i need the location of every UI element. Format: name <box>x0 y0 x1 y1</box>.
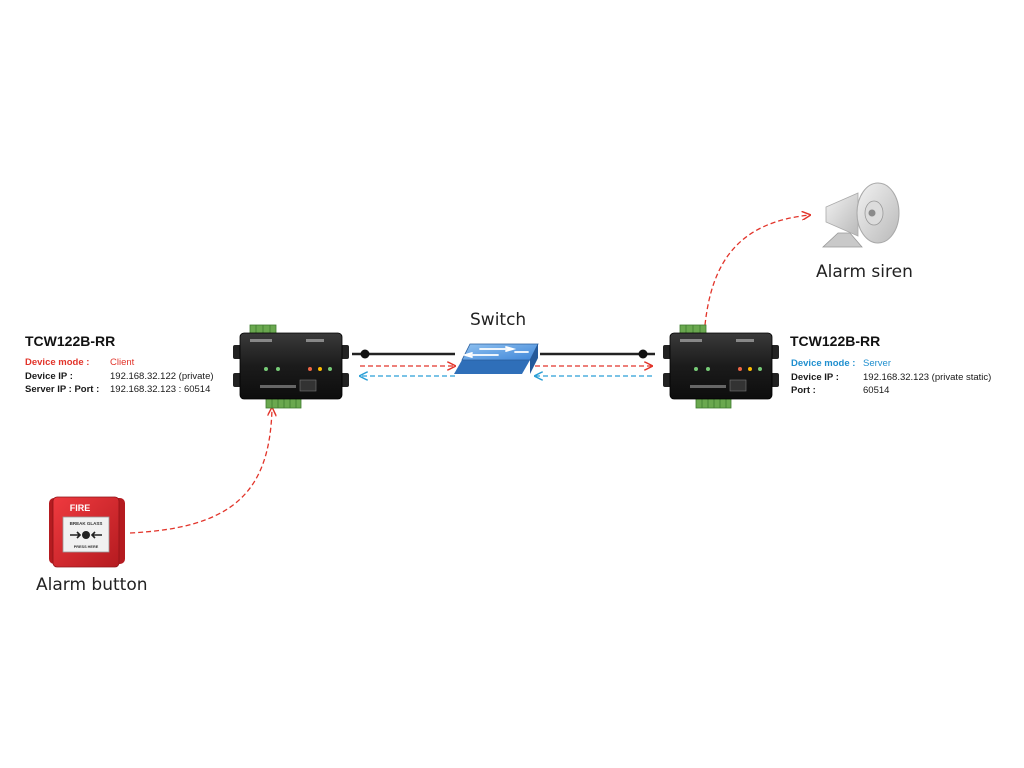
client-mode-row: Device mode : Client <box>25 356 214 370</box>
client-ip-label: Device IP : <box>25 370 73 382</box>
client-ip-value: 192.168.32.122 (private) <box>110 370 214 382</box>
break-glass-label: BREAK GLASS <box>70 521 103 526</box>
server-mode-value: Server <box>863 358 891 369</box>
server-ip-value: 192.168.32.123 (private static) <box>863 371 992 383</box>
client-device-title: TCW122B-RR <box>25 333 116 349</box>
tcw122b-controller-icon <box>233 324 349 409</box>
cable-left <box>352 349 455 359</box>
server-device-title: TCW122B-RR <box>790 333 881 349</box>
server-port-row: Port : 60514 <box>791 384 991 398</box>
alarm-siren-label: Alarm siren <box>816 262 913 282</box>
network-switch-icon <box>454 343 539 374</box>
horn-siren-icon <box>821 182 900 248</box>
server-mode-row: Device mode : Server <box>791 357 991 371</box>
switch-label: Switch <box>470 310 527 330</box>
fire-label: FIRE <box>70 503 91 513</box>
server-device-info: Device mode : Server Device IP : 192.168… <box>791 357 991 398</box>
client-ip-row: Device IP : 192.168.32.122 (private) <box>25 370 214 384</box>
client-mode-value: Client <box>110 357 135 368</box>
client-device-info: Device mode : Client Device IP : 192.168… <box>25 356 214 397</box>
client-server-value: 192.168.32.123 : 60514 <box>110 384 211 395</box>
server-port-value: 60514 <box>863 385 890 396</box>
alarm-button-label: Alarm button <box>36 575 148 595</box>
tcw122b-controller-icon <box>663 324 779 409</box>
client-server-label: Server IP : Port : <box>25 384 100 395</box>
fire-alarm-call-point-icon: FIRE BREAK GLASS PRESS HERE <box>49 496 125 568</box>
server-mode-label: Device mode : <box>791 358 856 369</box>
signal-arrow-server-to-siren <box>704 215 810 326</box>
server-ip-label: Device IP : <box>791 371 839 383</box>
press-here-label: PRESS HERE <box>74 545 99 549</box>
client-server-row: Server IP : Port : 192.168.32.123 : 6051… <box>25 383 214 397</box>
server-ip-row: Device IP : 192.168.32.123 (private stat… <box>791 371 991 385</box>
cable-right <box>540 349 655 359</box>
server-port-label: Port : <box>791 385 816 396</box>
signal-arrow-button-to-client <box>129 408 272 534</box>
client-mode-label: Device mode : <box>25 357 90 368</box>
